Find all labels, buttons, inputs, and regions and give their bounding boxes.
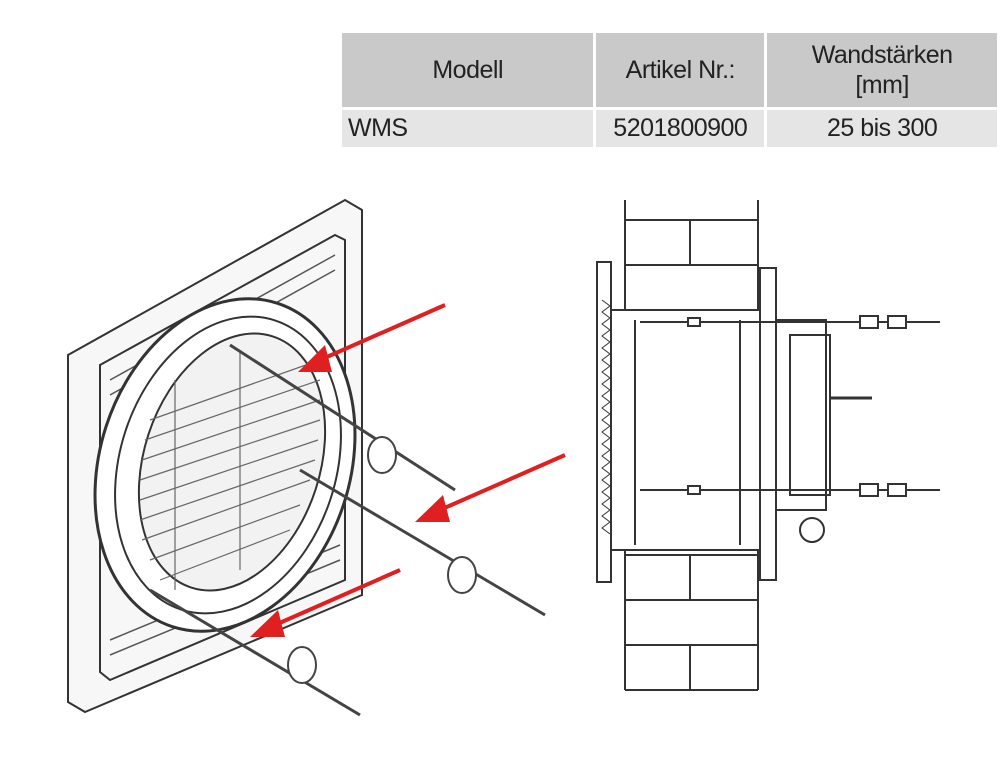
header-wall-thickness-label: Wandstärken	[811, 41, 953, 69]
table-row: WMS 5201800900 25 bis 300	[342, 108, 1000, 150]
product-table: Modell Artikel Nr.: Wandstärken[mm] WMS …	[342, 33, 1000, 150]
header-article-no: Artikel Nr.:	[594, 33, 768, 110]
arrow-2	[439, 453, 566, 512]
arrow-1	[319, 303, 446, 362]
red-arrows	[250, 303, 566, 637]
wall-section-drawing	[596, 200, 940, 691]
cell-model: WMS	[342, 108, 597, 150]
header-model: Modell	[342, 33, 597, 110]
header-unit: [mm]	[855, 71, 909, 99]
cell-article-no: 5201800900	[594, 108, 768, 150]
cell-wall-thickness: 25 bis 300	[765, 108, 1000, 150]
header-wall-thickness: Wandstärken[mm]	[765, 33, 1000, 110]
grille-perspective-drawing	[67, 198, 546, 717]
table-header-row: Modell Artikel Nr.: Wandstärken[mm]	[342, 33, 1000, 110]
arrow-3	[274, 568, 401, 627]
